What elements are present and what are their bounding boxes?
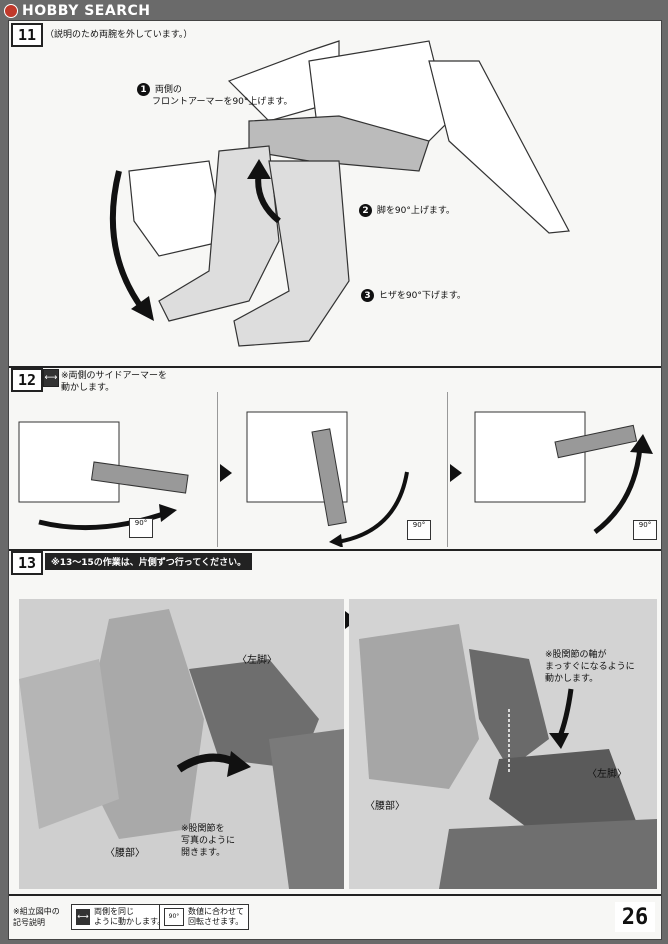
curve-arrow-1: [109, 170, 147, 313]
rotate-badge-2: 90°: [407, 520, 431, 540]
left-note-line1: ※股関節を: [181, 824, 225, 834]
legend1-line2: ように動かします。: [94, 917, 166, 926]
legend2-line2: 回転させます。: [188, 917, 244, 926]
callout-2: 2 脚を90°上げます。: [359, 204, 455, 217]
legend-both-sides: ⟷ 両側を同じ ように動かします。: [71, 904, 171, 930]
step-12-note-line2: 動かします。: [61, 383, 115, 393]
left-note-line3: 開きます。: [181, 848, 226, 858]
panel-1-illustration: [18, 421, 189, 531]
step-13-number: 13: [11, 551, 43, 575]
page-number: 26: [615, 902, 655, 932]
step-12-section: 12 ⟷ ※両側のサイドアーマーを 動かします。 90° 90°: [9, 366, 661, 551]
callout-2-number: 2: [359, 204, 372, 217]
rear-armor-shape: [128, 160, 225, 257]
rotate-badge-1: 90°: [129, 518, 153, 538]
step-12-panel-2: 90°: [237, 392, 448, 548]
photo-right-shapes: [349, 599, 657, 889]
right-left-leg-label: 〈左脚〉: [587, 769, 627, 780]
both-sides-icon: ⟷: [76, 909, 90, 925]
step-13-section: 13 ※13～15の作業は、片側ずつ行ってください。 〈左脚〉 〈腰部〉 ※股関…: [9, 549, 661, 896]
photo-left-shapes: [19, 599, 344, 889]
next-arrow-icon: [220, 464, 232, 482]
step-11-number: 11: [11, 23, 43, 47]
step-12-note: ※両側のサイドアーマーを 動かします。: [61, 370, 167, 394]
step-11-section: 11 （説明のため両腕を外しています。） 1: [9, 21, 661, 368]
legend-title-line1: ※組立図中の: [13, 907, 60, 916]
logo-text: HOBBY SEARCH: [22, 3, 151, 19]
right-waist-label: 〈腰部〉: [365, 801, 405, 812]
legend-rotate: 90° 数値に合わせて 回転させます。: [159, 904, 249, 930]
step-13-photo-left: 〈左脚〉 〈腰部〉 ※股関節を 写真のように 開きます。: [19, 599, 344, 889]
right-note-line3: 動かします。: [545, 674, 599, 684]
rotate-badge-1-label: 90°: [134, 519, 148, 527]
hobby-search-logo: HOBBY SEARCH: [4, 2, 150, 20]
right-note-line2: まっすぐになるように: [545, 662, 635, 672]
both-sides-icon: ⟷: [43, 369, 59, 387]
callout-1-number: 1: [137, 83, 150, 96]
rotate-badge-3-label: 90°: [638, 521, 652, 529]
callout-3: 3 ヒザを90°下げます。: [361, 289, 466, 302]
wing-blade-shape: [428, 60, 570, 234]
callout-3-line1: ヒザを90°下げます。: [378, 291, 466, 301]
manual-page: 11 （説明のため両腕を外しています。） 1: [8, 20, 662, 940]
rotate-icon: 90°: [164, 908, 184, 926]
next-arrow-icon: [450, 464, 462, 482]
right-note-line1: ※股関節の軸が: [545, 650, 607, 660]
callout-2-line1: 脚を90°上げます。: [376, 206, 455, 216]
step-12-note-line1: ※両側のサイドアーマーを: [61, 371, 168, 381]
leg-right-shape: [233, 160, 350, 347]
callout-1-line2: フロントアーマーを90°上げます。: [152, 97, 293, 107]
step-13-photo-right: ※股関節の軸が まっすぐになるように 動かします。 〈左脚〉 〈腰部〉: [349, 599, 657, 889]
left-leg-label: 〈左脚〉: [237, 655, 277, 666]
step-11-note: （説明のため両腕を外しています。）: [45, 30, 193, 40]
legend-title: ※組立図中の 記号説明: [13, 906, 60, 928]
rotate-badge-3: 90°: [633, 520, 657, 540]
legend-title-line2: 記号説明: [13, 918, 45, 927]
legend2-badge: 90°: [168, 913, 180, 920]
step-12-number: 12: [11, 368, 43, 392]
step-12-panel-3: 90°: [465, 392, 661, 547]
panel-2-illustration: [246, 411, 409, 548]
step-13-header: ※13～15の作業は、片側ずつ行ってください。: [45, 553, 253, 570]
left-photo-note: ※股関節を 写真のように 開きます。: [181, 823, 235, 859]
legend2-line1: 数値に合わせて: [188, 907, 244, 916]
panel-3-illustration: [474, 411, 653, 534]
callout-1: 1 両側の フロントアーマーを90°上げます。: [137, 83, 293, 108]
callout-3-number: 3: [361, 289, 374, 302]
left-note-line2: 写真のように: [181, 836, 236, 846]
step-11-illustration: [109, 40, 570, 347]
logo-mark-icon: [4, 4, 18, 18]
step-12-panel-1: 90°: [9, 392, 218, 547]
rotate-badge-2-label: 90°: [412, 521, 426, 529]
footer-legend: ※組立図中の 記号説明 ⟷ 両側を同じ ように動かします。 90° 数値に合わせ…: [9, 896, 661, 939]
legend1-line1: 両側を同じ: [94, 907, 134, 916]
callout-1-line1: 両側の: [154, 85, 182, 95]
right-photo-note: ※股関節の軸が まっすぐになるように 動かします。: [545, 649, 635, 685]
waist-label: 〈腰部〉: [105, 848, 145, 859]
